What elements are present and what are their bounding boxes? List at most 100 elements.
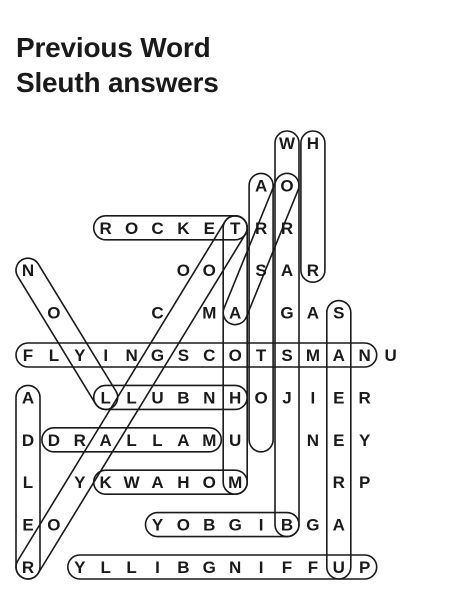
- grid-letter: L: [126, 558, 136, 577]
- grid-letter: B: [281, 516, 293, 535]
- grid-letter: I: [155, 558, 160, 577]
- grid-letter: A: [177, 431, 189, 450]
- grid-letter: G: [306, 516, 319, 535]
- grid-letter: N: [307, 431, 319, 450]
- grid-letter: C: [151, 304, 163, 323]
- answer-oval-tom: [222, 215, 248, 495]
- grid-letter: Y: [74, 558, 86, 577]
- grid-letter: O: [125, 219, 138, 238]
- answer-oval-h-vertical: [300, 130, 326, 284]
- answer-oval-big-boy: [144, 511, 300, 538]
- grid-letter: S: [281, 346, 292, 365]
- grid-letter: U: [384, 346, 396, 365]
- answer-oval-whirlwind: [274, 130, 300, 538]
- grid-letter: I: [311, 388, 316, 407]
- grid-letter: O: [203, 473, 216, 492]
- grid-letter: S: [255, 261, 266, 280]
- grid-letter: I: [103, 346, 108, 365]
- grid-letter: P: [359, 473, 370, 492]
- grid-letter: O: [47, 516, 60, 535]
- grid-letter: D: [22, 431, 34, 450]
- grid-letter: E: [333, 431, 344, 450]
- grid-letter: A: [281, 261, 293, 280]
- grid-letter: M: [202, 431, 216, 450]
- grid-letter: R: [255, 219, 267, 238]
- grid-letter: F: [23, 346, 33, 365]
- grid-letter: R: [307, 261, 319, 280]
- answer-oval-mallard: [41, 426, 223, 453]
- grid-letter: W: [279, 134, 296, 153]
- grid-letter: O: [280, 176, 293, 195]
- grid-letter: N: [22, 261, 34, 280]
- answer-oval-mohawk: [92, 469, 248, 496]
- grid-letter: R: [281, 219, 293, 238]
- grid-letter: R: [100, 219, 112, 238]
- grid-letter: M: [228, 473, 242, 492]
- answer-oval-flying-scotsman: [15, 342, 378, 368]
- page-title: Previous Word Sleuth answers: [16, 30, 219, 100]
- grid-letter: A: [100, 431, 112, 450]
- grid-letter: E: [333, 388, 344, 407]
- grid-letter: H: [307, 134, 319, 153]
- grid-letter: F: [282, 558, 292, 577]
- grid-letter: T: [256, 346, 267, 365]
- grid-letter: B: [203, 516, 215, 535]
- grid-letter: M: [306, 346, 320, 365]
- grid-letter: J: [282, 388, 291, 407]
- grid-letter: W: [124, 473, 141, 492]
- grid-letter: R: [333, 473, 345, 492]
- grid-letter: R: [22, 558, 34, 577]
- grid-letter: Y: [152, 516, 164, 535]
- grid-letter: L: [126, 431, 136, 450]
- grid-letter: A: [151, 473, 163, 492]
- grid-letter: H: [229, 388, 241, 407]
- grid-letter: O: [229, 346, 242, 365]
- grid-letter: G: [280, 304, 293, 323]
- grid-letter: A: [255, 176, 267, 195]
- grid-letter: O: [254, 388, 267, 407]
- grid-letter: S: [333, 304, 344, 323]
- grid-letter: K: [100, 473, 113, 492]
- answer-oval-rocket: [92, 215, 248, 241]
- grid-letter: O: [177, 261, 190, 280]
- grid-letter: P: [359, 558, 370, 577]
- grid-letter: K: [177, 219, 190, 238]
- grid-letter: I: [259, 516, 264, 535]
- grid-letter: M: [202, 304, 216, 323]
- grid-letter: E: [204, 219, 215, 238]
- grid-letter: R: [74, 431, 86, 450]
- grid-letter: G: [151, 346, 164, 365]
- answer-oval-saga: [248, 172, 274, 453]
- grid-letter: Y: [74, 473, 86, 492]
- grid-letter: U: [151, 388, 163, 407]
- grid-letter: O: [47, 304, 60, 323]
- grid-letter: D: [48, 431, 60, 450]
- grid-letter: N: [229, 558, 241, 577]
- grid-letter: H: [177, 473, 189, 492]
- grid-letter: A: [229, 304, 241, 323]
- answer-oval-surprise: [325, 299, 352, 580]
- grid-letter: L: [101, 558, 111, 577]
- grid-letter: L: [152, 431, 162, 450]
- grid-letter: N: [359, 346, 371, 365]
- grid-letter: R: [359, 388, 371, 407]
- grid-letter: N: [203, 388, 215, 407]
- grid-letter: U: [229, 431, 241, 450]
- grid-letter: S: [178, 346, 189, 365]
- grid-letter: O: [203, 261, 216, 280]
- grid-letter: I: [259, 558, 264, 577]
- grid-letter: A: [333, 346, 345, 365]
- grid-letter: B: [177, 558, 189, 577]
- grid-letter: L: [49, 346, 59, 365]
- grid-letter: C: [151, 219, 163, 238]
- title-line-1: Previous Word: [16, 32, 211, 63]
- grid-letter: A: [307, 304, 319, 323]
- answer-ovals: [15, 130, 378, 580]
- title-line-2: Sleuth answers: [16, 67, 219, 98]
- grid-letter: N: [125, 346, 137, 365]
- grid-letter: B: [177, 388, 189, 407]
- grid-letter: L: [101, 388, 111, 407]
- grid-letter: A: [333, 516, 345, 535]
